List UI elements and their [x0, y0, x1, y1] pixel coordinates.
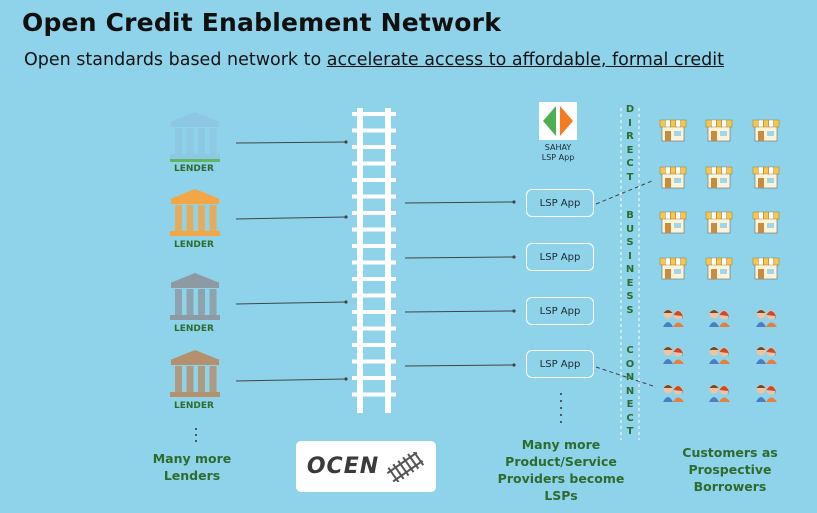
page-title: Open Credit Enablement Network: [22, 8, 502, 37]
people-icon: [663, 309, 684, 327]
business-letter: S: [626, 237, 634, 248]
lsp-app-box-2: LSP App: [526, 243, 594, 271]
shop-icon: [752, 119, 780, 142]
many-more-lenders-label: Many more Lenders: [142, 450, 242, 484]
connect-letter: N: [625, 385, 635, 397]
sahay-name: SAHAY: [544, 143, 572, 152]
shop-icon: [705, 119, 733, 142]
lsp-line-4: [404, 363, 516, 367]
business-letter: S: [626, 291, 634, 302]
lender-label-2: LENDER: [174, 240, 214, 250]
subtitle-prefix: Open standards based network to: [24, 50, 327, 70]
many-more-lenders-line-2: Lenders: [163, 468, 221, 483]
people-icon: [756, 346, 777, 364]
lsp-app-box-4: LSP App: [526, 350, 594, 378]
many-more-lsps-label: Many more Product/Service Providers beco…: [496, 436, 626, 504]
direct-letter: I: [628, 117, 632, 129]
connect-letter: O: [625, 358, 635, 370]
many-more-lsps-line-1: Many more: [521, 437, 601, 452]
people-icon: [709, 309, 730, 327]
lsp-line-1: [404, 200, 516, 204]
business-letter: E: [626, 277, 634, 289]
shop-icon: [659, 257, 687, 280]
people-icon: [663, 384, 684, 402]
people-icon: [756, 309, 777, 327]
shop-icon: [705, 166, 733, 189]
direct-letter: C: [626, 158, 634, 169]
customer-line-shop: [595, 180, 653, 205]
direct-letter: E: [626, 144, 634, 156]
lender-label-3: LENDER: [174, 324, 214, 334]
ocen-logo: OCEN: [296, 441, 436, 492]
connect-letter: C: [626, 412, 634, 424]
customer-line-person: [595, 366, 657, 388]
connect-letter: T: [626, 426, 634, 437]
direct-letter: R: [626, 131, 634, 142]
shop-icon: [752, 257, 780, 280]
connect-letter: E: [626, 399, 634, 410]
lender-line-3: [235, 300, 348, 305]
connect-letter: C: [626, 345, 634, 356]
lsp-app-box-3: LSP App: [526, 297, 594, 325]
shop-icon: [705, 211, 733, 234]
shop-icon: [705, 257, 733, 280]
business-letter: U: [625, 223, 635, 235]
people-icon: [709, 384, 730, 402]
shop-icon: [752, 166, 780, 189]
lender-label-1: LENDER: [174, 164, 214, 174]
shop-icon: [659, 119, 687, 142]
bank-building-icon: [170, 112, 220, 162]
sahay-logo-icon: [539, 102, 577, 140]
subtitle-underlined: accelerate access to affordable, formal …: [326, 50, 724, 70]
customers-label: Customers as Prospective Borrowers: [660, 444, 800, 495]
shop-icon: [659, 211, 687, 234]
page-subtitle: Open standards based network to accelera…: [24, 50, 724, 70]
lsp-line-3: [404, 309, 516, 313]
rail-track-logo-icon: [386, 451, 425, 482]
rail-track-icon: [352, 108, 396, 413]
people-icon: [709, 346, 730, 364]
dbc-boundary: [620, 108, 640, 440]
bank-building-icon: [170, 350, 220, 397]
customers-label-line-1: Customers as: [682, 445, 778, 460]
people-icon: [756, 384, 777, 402]
people-icon: [663, 346, 684, 364]
bank-building-icon: [170, 189, 220, 236]
lender-line-4: [235, 377, 348, 382]
lender-label-4: LENDER: [174, 401, 214, 411]
lsp-line-2: [404, 255, 516, 259]
bank-building-icon: [170, 273, 220, 320]
direct-letter: T: [626, 171, 634, 183]
ocen-logo-text: OCEN: [306, 454, 380, 479]
lsp-connectors: [404, 200, 516, 367]
shop-icon: [659, 166, 687, 189]
shop-icon: [752, 211, 780, 234]
many-more-lsps-line-3: Providers become: [497, 471, 625, 486]
more-dots: [195, 393, 562, 442]
business-letter: I: [628, 250, 632, 262]
business-letter: N: [625, 264, 635, 275]
many-more-lenders-line-1: Many more: [152, 451, 232, 466]
business-letter: S: [626, 304, 634, 316]
customers-label-line-2: Prospective: [688, 462, 772, 477]
direct-letter: D: [625, 104, 635, 115]
many-more-lsps-line-2: Product/Service: [505, 454, 617, 469]
lender-line-1: [235, 140, 348, 144]
customers-label-line-3: Borrowers: [693, 479, 767, 494]
sahay-caption: SAHAY LSP App: [528, 143, 588, 163]
many-more-lsps-line-4: LSPs: [544, 488, 578, 503]
sahay-subtitle: LSP App: [541, 153, 575, 162]
lender-line-2: [235, 215, 348, 220]
business-letter: B: [626, 210, 634, 221]
lender-connectors: [235, 140, 348, 382]
connect-letter: N: [625, 372, 635, 383]
customer-connectors: [595, 180, 657, 388]
lsp-app-box-1: LSP App: [526, 189, 594, 217]
